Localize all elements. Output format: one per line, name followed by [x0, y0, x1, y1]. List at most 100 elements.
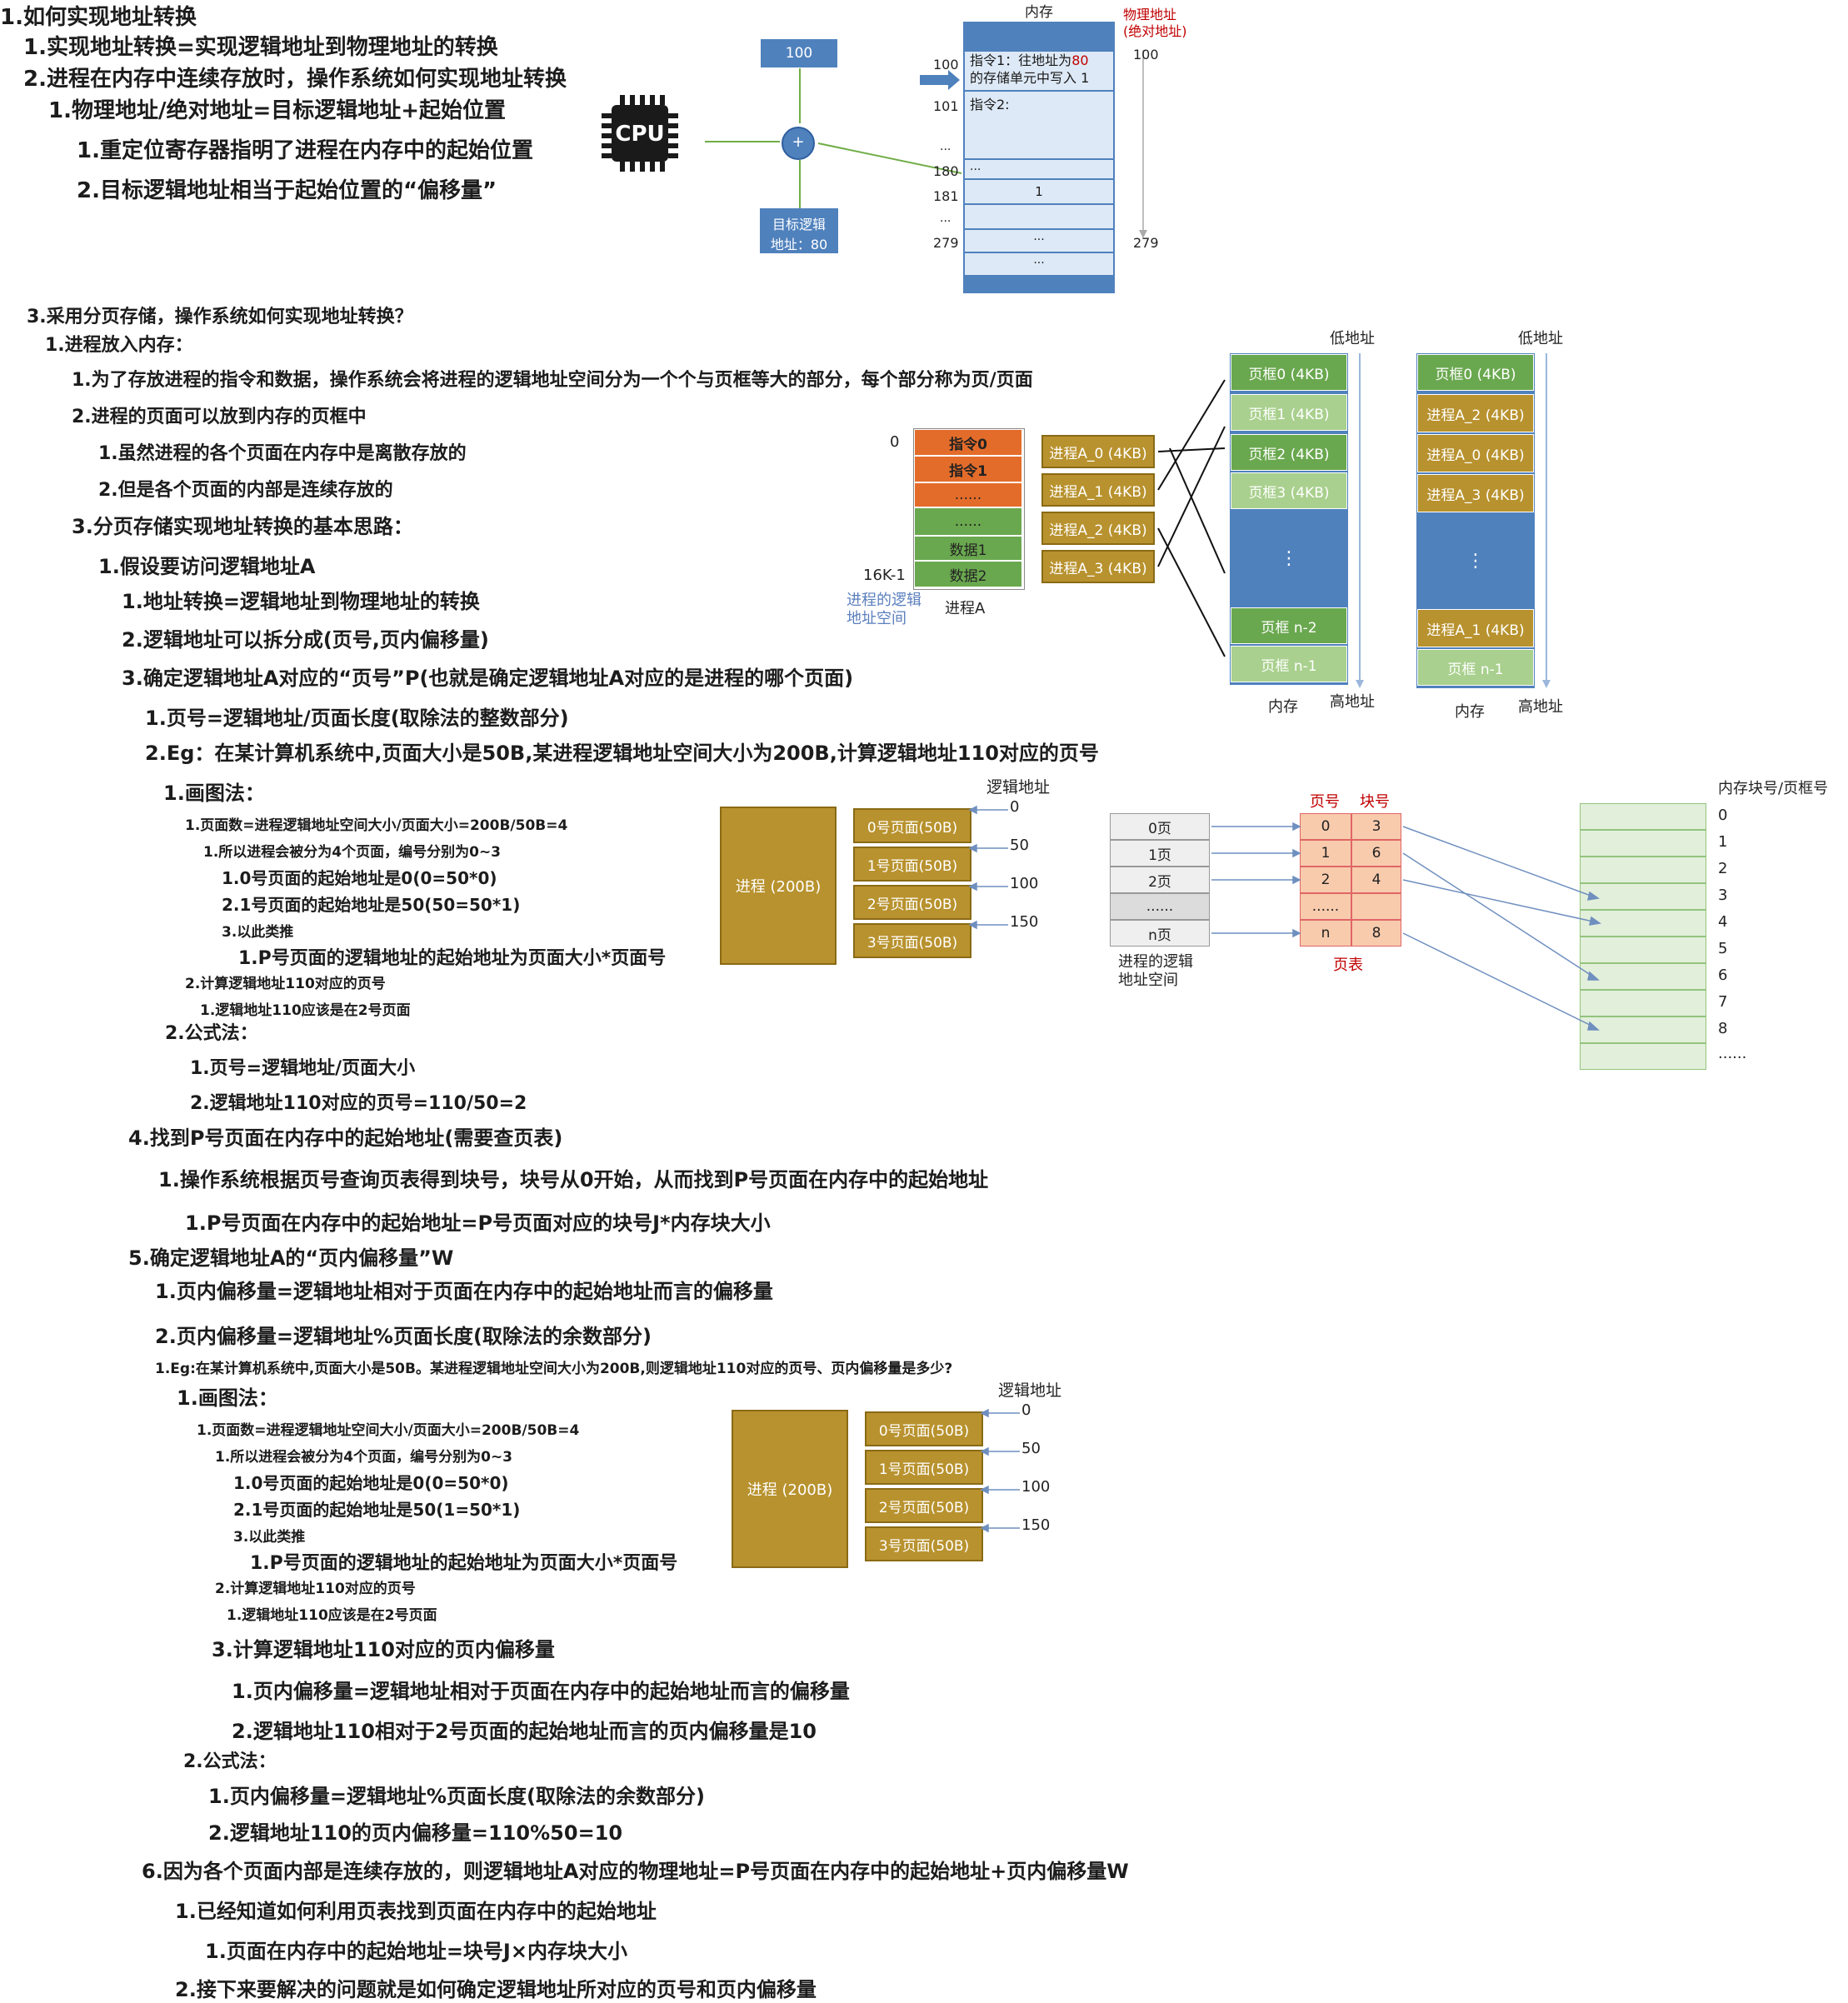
instr0-cell: 指令0	[914, 429, 1022, 456]
outline-item: 1.逻辑地址110应该是在2号页面	[227, 1607, 437, 1624]
process-a-label: 进程A	[945, 600, 986, 617]
logical-space: 指令0 指令1 ...... ...... 数据1 数据2	[913, 428, 1025, 590]
process-page-3: 进程A_3 (4KB)	[1041, 550, 1155, 583]
block-num-dots: ......	[1718, 1045, 1747, 1062]
addr-50: 50	[1021, 1440, 1041, 1457]
page-1: 1号页面(50B)	[853, 847, 971, 882]
low-address-1: 低地址	[1330, 330, 1375, 347]
logic-line2: 地址空间	[1118, 972, 1178, 989]
memory-block-title: 内存块号/页框号	[1718, 780, 1829, 797]
dots-cell-green: ......	[914, 507, 1022, 536]
outline-item: 1.物理地址/绝对地址=目标逻辑地址+起始位置	[48, 98, 507, 123]
memory-instr1: 指令1：往地址为80 的存储单元中写入 1	[965, 52, 1113, 90]
page-1: 1号页面(50B)	[865, 1450, 983, 1485]
memory-title: 内存	[1025, 4, 1053, 21]
logical-address-title: 逻辑地址	[998, 1381, 1062, 1400]
addr-100: 100	[1010, 875, 1039, 892]
pt-page-n: n	[1300, 920, 1351, 947]
instr1-cell: 指令1	[914, 456, 1022, 482]
memory-cell-180: 1	[965, 180, 1113, 203]
target-line2: 地址：80	[770, 237, 828, 252]
data2-cell: 数据2	[914, 561, 1022, 587]
outline-item: 1.页面数=进程逻辑地址空间大小/页面大小=200B/50B=4	[197, 1422, 580, 1439]
outline-item: 2.公式法：	[183, 1751, 277, 1772]
memory-cell-dots: ...	[965, 160, 1113, 178]
block-number-header: 块号	[1360, 793, 1390, 811]
outline-item: 3.以此类推	[233, 1529, 306, 1546]
outline-item: 6.因为各个页面内部是连续存放的，则逻辑地址A对应的物理地址=P号页面在内存中的…	[142, 1860, 1129, 1883]
outline-item: 2.1号页面的起始地址是50(50=50*1)	[222, 895, 521, 915]
pt-page-1: 1	[1300, 840, 1351, 867]
memory-label-2: 内存	[1455, 703, 1485, 721]
addr-dots2: ...	[940, 212, 951, 225]
logical-space-caption: 进程的逻辑 地址空间	[847, 592, 922, 628]
outline-item: 2.逻辑地址110对应的页号=110/50=2	[190, 1093, 527, 1114]
pt-page-0: 0	[1300, 813, 1351, 840]
mem-block	[1580, 963, 1706, 990]
relocation-register: 100	[760, 38, 838, 68]
outline-item: 1.画图法：	[177, 1386, 278, 1410]
frame2-vdots: ⋮	[1417, 514, 1534, 607]
outline-item: 2.逻辑地址110的页内偏移量=110%50=10	[208, 1821, 623, 1845]
frame-0: 页框0 (4KB)	[1231, 354, 1347, 391]
outline-item: 3.以此类推	[222, 924, 294, 941]
page-3: 3号页面(50B)	[865, 1526, 983, 1561]
outline-item: 1.Eg:在某计算机系统中,页面大小是50B。某进程逻辑地址空间大小为200B,…	[155, 1361, 953, 1377]
logical-space-caption: 进程的逻辑 地址空间	[1118, 953, 1193, 990]
mem-block	[1580, 1016, 1706, 1043]
outline-item: 1.所以进程会被分为4个页面，编号分别为0~3	[215, 1449, 513, 1466]
memory-frames-1: 页框0 (4KB) 页框1 (4KB) 页框2 (4KB) 页框3 (4KB) …	[1230, 353, 1348, 685]
addr-dots: ...	[940, 140, 951, 153]
mem-block	[1580, 910, 1706, 937]
figure-paging-memory: 0 16K-1 指令0 指令1 ...... ...... 数据1 数据2 进程…	[842, 323, 1575, 723]
pt-page-dots: ......	[1300, 893, 1351, 920]
page-3: 3号页面(50B)	[853, 923, 971, 958]
logical-address-title: 逻辑地址	[986, 778, 1051, 797]
outline-item: 1.实现地址转换=实现逻辑地址到物理地址的转换	[23, 35, 498, 60]
memory-frames-2: 页框0 (4KB) 进程A_2 (4KB) 进程A_0 (4KB) 进程A_3 …	[1416, 353, 1535, 688]
paging-arrows	[1157, 353, 1551, 688]
outline-item: 3.分页存储实现地址转换的基本思路：	[72, 515, 413, 538]
block-num-8: 8	[1718, 1020, 1728, 1037]
outline-item: 1.假设要访问逻辑地址A	[98, 555, 316, 578]
page-address-arrows	[980, 1408, 1020, 1533]
phys-bottom: 279	[1133, 235, 1159, 251]
page-0: 0号页面(50B)	[853, 808, 971, 843]
logic-line2: 地址空间	[847, 610, 907, 627]
outline-item: 1.逻辑地址110应该是在2号页面	[200, 1002, 411, 1019]
outline-item: 1.P号页面的逻辑地址的起始地址为页面大小*页面号	[250, 1553, 678, 1574]
page-number-header: 页号	[1310, 793, 1340, 811]
block-num-1: 1	[1718, 833, 1728, 851]
logical-page-dots: ......	[1110, 893, 1210, 920]
outline-item: 5.确定逻辑地址A的“页内偏移量”W	[128, 1246, 454, 1270]
outline-item: 1.为了存放进程的指令和数据，操作系统会将进程的逻辑地址空间分为一个个与页框等大…	[72, 370, 1033, 391]
block-num-6: 6	[1718, 967, 1728, 984]
outline-item: 1.P号页面的逻辑地址的起始地址为页面大小*页面号	[238, 948, 667, 969]
outline-item: 1.P号页面在内存中的起始地址=P号页面对应的块号J*内存块大小	[185, 1211, 771, 1235]
frame-n-1: 页框 n-1	[1231, 646, 1347, 682]
phys-line1: 物理地址	[1123, 7, 1177, 22]
memory-cell-279: ...	[965, 253, 1113, 275]
block-num-2: 2	[1718, 860, 1728, 877]
memory-instr2: 指令2:	[965, 92, 1113, 158]
addr-101: 101	[933, 98, 959, 114]
pt-block-dots	[1351, 893, 1401, 920]
pt-page-2: 2	[1300, 867, 1351, 893]
page-table-arrows	[1211, 822, 1601, 1031]
addr-181: 181	[933, 188, 959, 204]
outline-item: 2.页内偏移量=逻辑地址%页面长度(取除法的余数部分)	[155, 1325, 652, 1348]
outline-item: 2.进程的页面可以放到内存的页框中	[72, 407, 367, 427]
heading-3: 3.采用分页存储，操作系统如何实现地址转换？	[27, 307, 413, 327]
logic-line1: 进程的逻辑	[847, 592, 922, 609]
outline-item: 1.地址转换=逻辑地址到物理地址的转换	[122, 590, 480, 613]
heading-1: 1.如何实现地址转换	[0, 5, 197, 30]
frame2-1: 进程A_2 (4KB)	[1417, 394, 1534, 432]
process-page-0: 进程A_0 (4KB)	[1041, 435, 1155, 468]
logical-zero: 0	[890, 433, 900, 451]
outline-item: 2.Eg：在某计算机系统中,页面大小是50B,某进程逻辑地址空间大小为200B,…	[145, 742, 1099, 765]
outline-item: 1.操作系统根据页号查询页表得到块号，块号从0开始，从而找到P号页面在内存中的起…	[158, 1168, 989, 1191]
addr-50: 50	[1010, 837, 1029, 854]
outline-item: 1.已经知道如何利用页表找到页面在内存中的起始地址	[175, 1900, 657, 1923]
outline-item: 1.页面在内存中的起始地址=块号J×内存块大小	[205, 1940, 627, 1963]
instr1-num: 80	[1071, 52, 1089, 68]
